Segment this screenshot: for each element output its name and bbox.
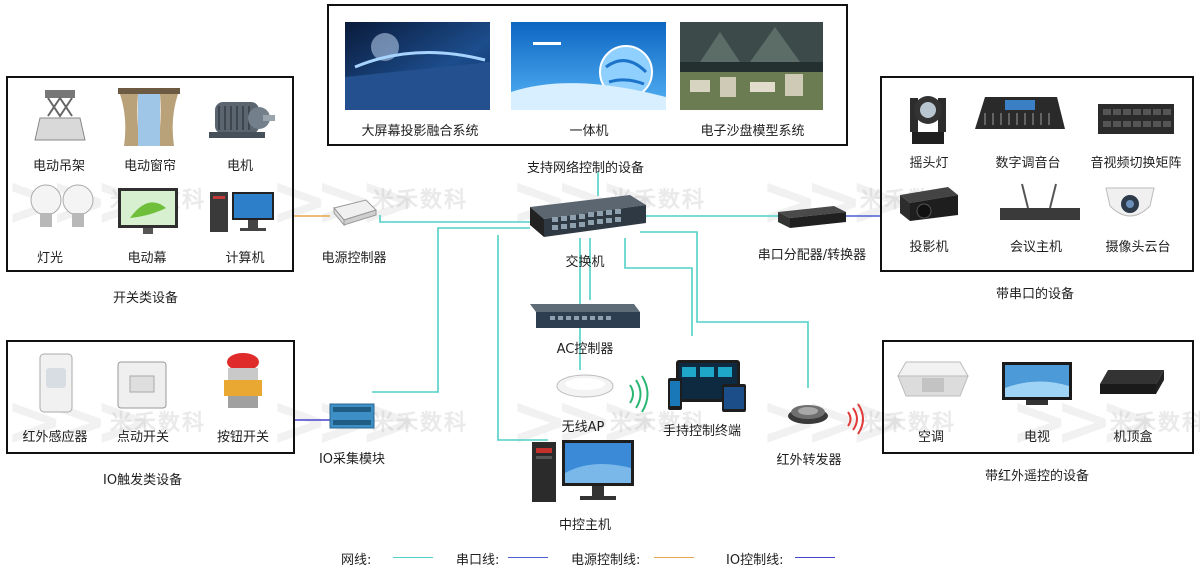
motor-label: 电机 [226,159,253,174]
power-controller-label: 电源控制器 [321,251,387,266]
legend-network-label: 网线: [341,553,372,568]
electric-curtain-label: 电动窗帘 [123,159,176,174]
net-line-io [372,227,530,393]
wireless-ap-icon [556,374,614,398]
watermark-text: 米禾数科 [1110,411,1200,436]
serial-splitter-label: 串口分配器/转换器 [757,248,867,263]
legend-network-line [393,557,433,558]
infrared-sensor-icon [39,353,73,413]
central-host-icon [532,440,634,502]
net-line-host [497,235,548,441]
momentary-switch-label: 点动开关 [116,430,169,445]
digital-mixer-label: 数字调音台 [995,156,1061,171]
air-conditioner-label: 空调 [917,430,944,445]
sand-table-label: 电子沙盘模型系统 [700,124,805,139]
watermark-text: 米禾数科 [372,411,469,436]
ir-arc [857,403,864,435]
wireless-ap-label: 无线AP [561,420,605,435]
ir-arc [852,407,858,431]
switch-devices-box [6,76,294,272]
network-devices-caption: 支持网络控制的设备 [527,161,645,176]
ir-arc [847,411,852,427]
net-line-ir [640,231,809,388]
legend-serial-label: 串口线: [456,553,500,568]
all-in-one-label: 一体机 [569,124,609,139]
conference-host-icon [1000,183,1080,220]
air-conditioner-icon [897,361,969,397]
watermark-logo: >>> [270,160,418,242]
electric-screen-label: 电动幕 [127,251,167,266]
io-devices-caption: IO触发类设备 [103,473,183,488]
network-devices-box [327,4,848,146]
electric-screen-icon [118,188,178,234]
serial-devices-caption: 带串口的设备 [996,287,1075,302]
light-bulb-icon [30,184,94,227]
all-in-one-image [511,22,666,110]
motor-icon [209,102,275,138]
conference-host-label: 会议主机 [1009,240,1062,255]
ir-devices-caption: 带红外遥控的设备 [985,469,1090,484]
av-matrix-label: 音视频切换矩阵 [1090,156,1182,171]
push-button-icon [224,353,262,408]
electric-curtain-icon [118,88,180,146]
projection-fusion-image [345,22,490,110]
handheld-terminal-label: 手持控制终端 [662,424,741,439]
net-line-handheld [624,238,693,336]
wifi-arc [641,375,649,413]
network-switch-icon [530,195,646,237]
camera-ptz-icon [1105,187,1155,217]
net-line-left-upper [379,215,530,223]
watermark-logo: >>> [760,160,908,242]
serial-splitter-icon [778,206,846,228]
projection-fusion-label: 大屏幕投影融合系统 [361,124,479,139]
legend-power-line [654,557,694,558]
switch-devices-caption: 开关类设备 [113,291,179,306]
watermark-text: 米禾数科 [372,188,469,213]
infrared-sensor-label: 红外感应器 [22,430,88,445]
electric-hanger-label: 电动吊架 [32,159,85,174]
ir-devices-box [882,340,1194,454]
tv-icon [1002,362,1072,405]
io-module-icon [329,403,375,429]
moving-head-light-label: 摇头灯 [909,156,949,171]
light-label: 灯光 [36,251,63,266]
set-top-box-icon [1100,370,1164,394]
network-switch-label: 交换机 [565,255,605,270]
ac-controller-icon [530,304,640,328]
projector-label: 投影机 [909,240,949,255]
moving-head-light-icon [910,96,946,144]
legend-serial-line [508,557,548,558]
ir-transmitter-label: 红外转发器 [776,453,842,468]
wifi-arc [629,384,634,404]
central-host-label: 中控主机 [558,518,611,533]
digital-mixer-icon [975,97,1065,129]
ir-transmitter-icon [788,405,828,424]
handheld-terminal-icon [668,360,746,412]
serial-devices-box [880,76,1194,272]
wifi-arc [635,379,642,409]
io-devices-box [6,340,295,454]
camera-ptz-label: 摄像头云台 [1105,240,1171,255]
watermark-text: 米禾数科 [610,411,707,436]
set-top-box-label: 机顶盒 [1113,430,1153,445]
watermark-text: 米禾数科 [860,411,957,436]
tv-label: 电视 [1023,430,1050,445]
momentary-switch-icon [117,361,167,409]
electric-hanger-icon [34,90,86,141]
computer-icon [210,192,274,232]
projector-icon [900,187,958,221]
computer-label: 计算机 [225,251,265,266]
legend-io-label: IO控制线: [726,553,784,568]
io-module-label: IO采集模块 [318,452,386,467]
av-matrix-icon [1098,104,1174,134]
legend-io-line [795,557,835,558]
ac-controller-label: AC控制器 [556,342,614,357]
power-controller-icon [333,199,377,227]
push-button-label: 按钮开关 [216,430,269,445]
sand-table-image [680,22,823,110]
watermark-text: 米禾数科 [110,411,207,436]
legend-power-label: 电源控制线: [571,553,641,568]
